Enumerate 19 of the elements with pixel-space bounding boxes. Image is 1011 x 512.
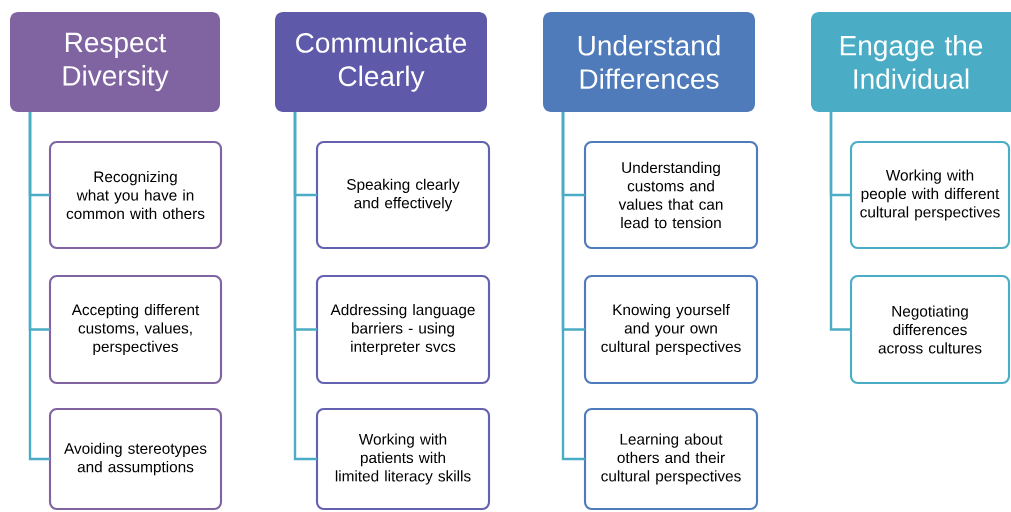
- item-box: Speaking clearly and effectively: [315, 140, 491, 250]
- item-box: Learning about others and their cultural perspectives: [583, 407, 759, 511]
- item-box: Avoiding stereotypes and assumptions: [48, 407, 223, 511]
- item-box: Recognizing what you have in common with others: [48, 140, 223, 250]
- category-box: Understand Differences: [543, 12, 755, 112]
- category-box: Engage the Individual: [811, 12, 1011, 112]
- item-box: Addressing language barriers - using interpreter svcs: [315, 274, 491, 385]
- item-box: Understanding customs and values that can lead to tension: [583, 140, 759, 250]
- connector-line: [561, 112, 585, 461]
- connector-line: [293, 112, 317, 461]
- category-box: Respect Diversity: [10, 12, 220, 112]
- category-box: Communicate Clearly: [275, 12, 487, 112]
- connector-line: [28, 112, 50, 461]
- item-box: Working with patients with limited literacy skills: [315, 407, 491, 511]
- item-box: Negotiating differences across cultures: [849, 274, 1011, 385]
- item-box: Knowing yourself and your own cultural perspectives: [583, 274, 759, 385]
- item-box: Working with people with different cultural perspectives: [849, 140, 1011, 250]
- connector-line: [829, 112, 851, 331]
- item-box: Accepting different customs, values, perspectives: [48, 274, 223, 385]
